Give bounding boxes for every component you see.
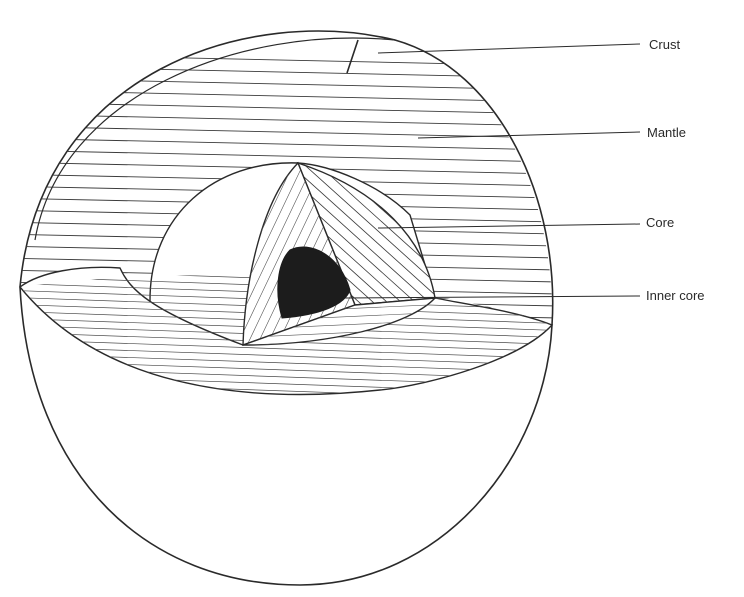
core-hatch-line	[526, 150, 726, 330]
label-inner-core: Inner core	[646, 289, 705, 302]
core-hatch-line	[540, 150, 740, 330]
label-crust: Crust	[649, 38, 680, 51]
label-core: Core	[646, 216, 674, 229]
label-mantle: Mantle	[647, 126, 686, 139]
